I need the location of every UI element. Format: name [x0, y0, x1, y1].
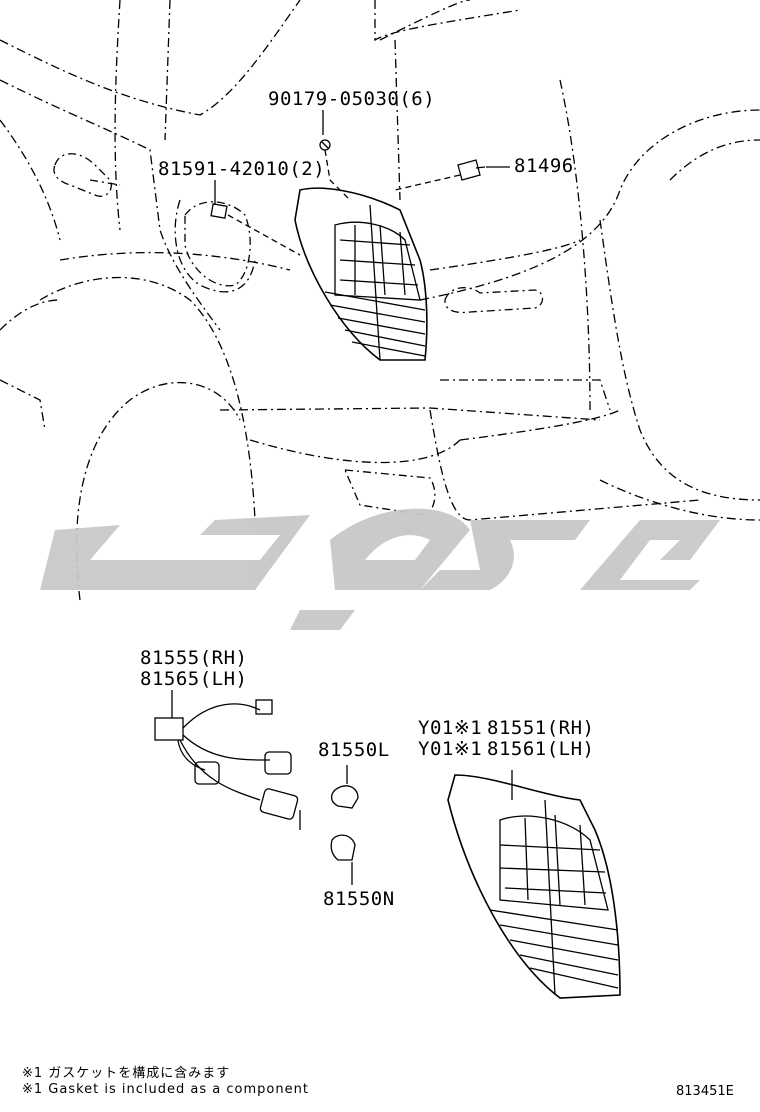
vehicle-body-outline — [0, 0, 760, 601]
leader-socket — [394, 174, 461, 191]
screw-part — [319, 139, 331, 151]
leader-screw — [324, 149, 351, 201]
part-label-lamp-lh-prefix: Y01※1 — [418, 738, 483, 760]
rear-door-handle — [53, 153, 121, 197]
wire-harness — [154, 690, 301, 830]
tailgate-handle — [444, 287, 544, 314]
part-label-screw: 90179-05030(6) — [268, 88, 436, 110]
part-label-bulb-n: 81550N — [323, 888, 395, 910]
rear-reflector — [343, 469, 436, 516]
part-label-wire-lh: 81565(LH) — [140, 668, 248, 690]
figure-reference-id: 813451E — [676, 1084, 734, 1099]
part-label-socket: 81496 — [514, 155, 574, 177]
footnote-english: ※1 Gasket is included as a component — [22, 1082, 309, 1097]
part-label-wire-rh: 81555(RH) — [140, 647, 248, 669]
bulb-n — [330, 834, 356, 885]
tail-lamp-spare — [447, 770, 621, 999]
fuel-door — [184, 201, 251, 287]
clip-part — [210, 203, 228, 219]
bulb-l — [330, 765, 359, 809]
part-label-bulb-l: 81550L — [318, 739, 390, 761]
watermark-logo — [40, 508, 720, 630]
socket-part — [457, 159, 486, 181]
leader-clip — [227, 214, 301, 256]
part-label-lamp-rh: 81551(RH) — [487, 717, 595, 739]
part-label-clip: 81591-42010(2) — [158, 158, 326, 180]
tail-lamp-installed — [294, 187, 428, 361]
part-label-lamp-rh-prefix: Y01※1 — [418, 717, 483, 739]
footnote-japanese: ※1 ガスケットを構成に含みます — [22, 1066, 231, 1081]
part-label-lamp-lh: 81561(LH) — [487, 738, 595, 760]
